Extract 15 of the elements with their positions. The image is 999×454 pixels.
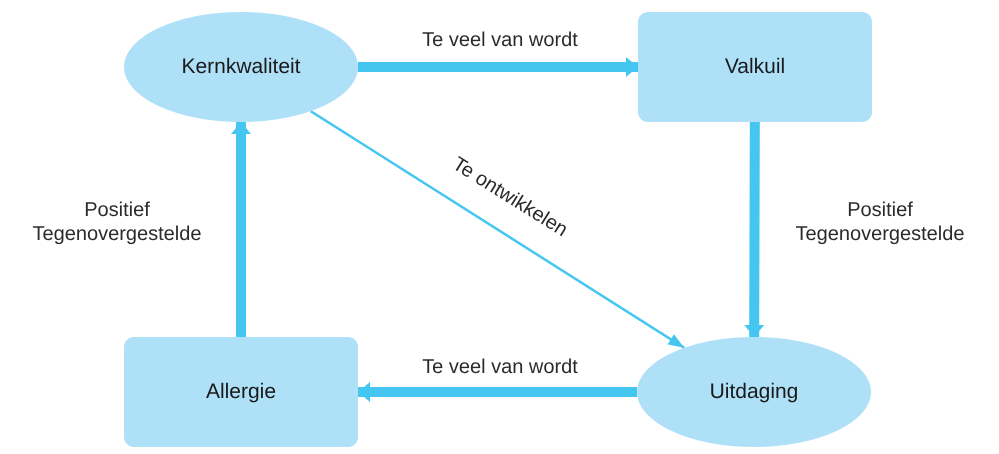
node-label: Kernkwaliteit xyxy=(181,55,301,79)
arrow xyxy=(358,382,637,402)
arrow xyxy=(744,122,764,338)
edge-label: Te veel van wordt xyxy=(421,28,579,52)
node-label: Uitdaging xyxy=(710,380,798,404)
arrow xyxy=(310,110,685,349)
edge-label: Positief Tegenovergestelde xyxy=(31,198,202,246)
arrow xyxy=(358,57,638,77)
arrow xyxy=(231,122,251,337)
rounded-box xyxy=(638,12,872,122)
node-label: Valkuil xyxy=(724,55,786,79)
node-label: Allergie xyxy=(206,380,276,404)
rounded-box xyxy=(124,337,358,447)
edge-label: Te veel van wordt xyxy=(421,355,579,379)
edge-label: Positief Tegenovergestelde xyxy=(794,198,966,246)
